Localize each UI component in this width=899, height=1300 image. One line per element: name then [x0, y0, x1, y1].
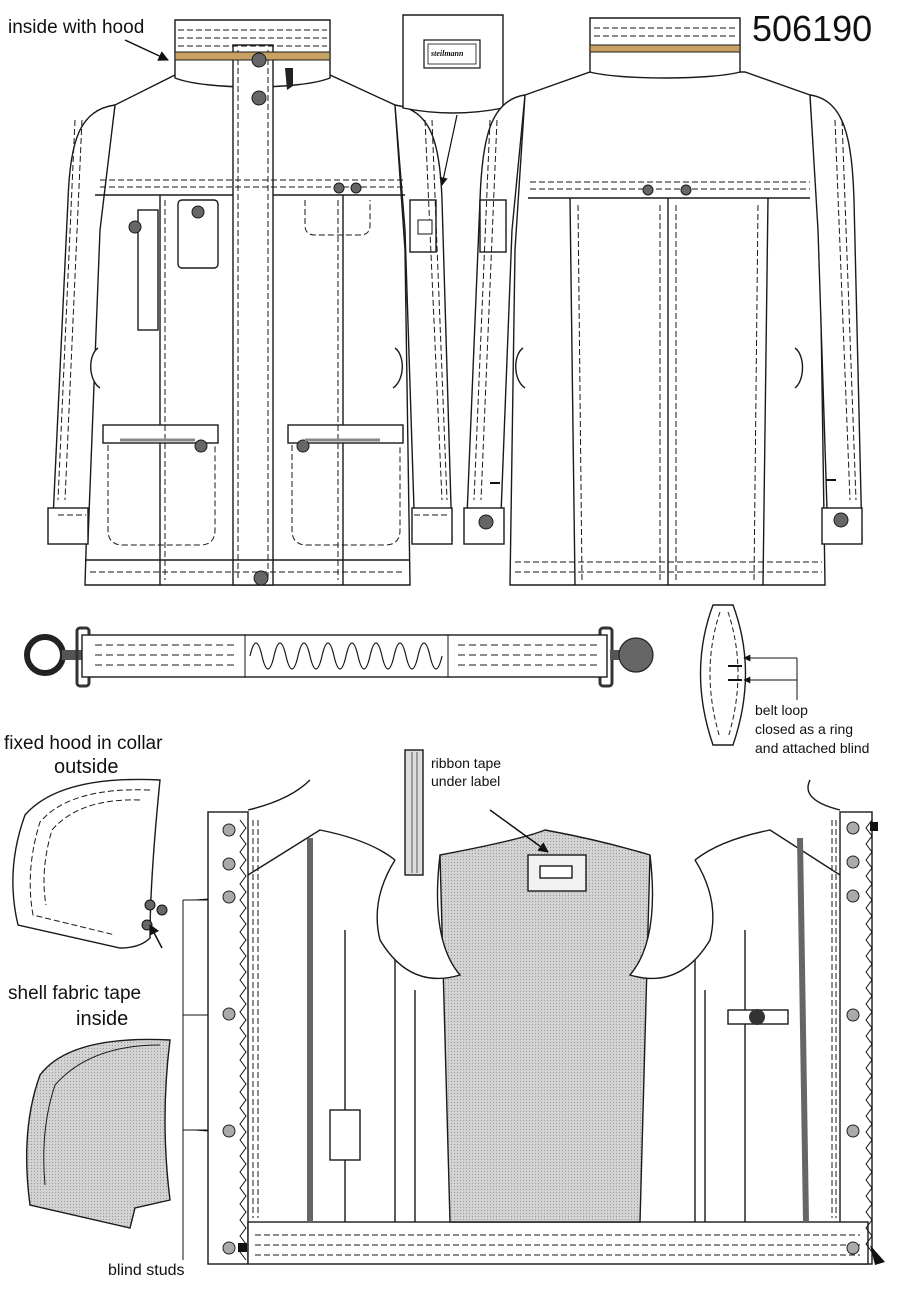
button-icon — [251, 90, 267, 106]
blind-studs-label: blind studs — [108, 1262, 185, 1279]
back-jacket — [463, 17, 863, 586]
hood-outside — [12, 778, 168, 949]
zipper-pull-icon — [870, 1245, 885, 1265]
hood-inside — [25, 1038, 171, 1229]
front-jacket — [47, 19, 453, 586]
belt-loop — [699, 604, 798, 746]
inside-mark — [238, 1243, 247, 1252]
button-icon — [253, 570, 269, 586]
fixed-hood-label: fixed hood in collar — [4, 733, 163, 754]
arrow-icon — [149, 924, 163, 949]
arrow-icon — [439, 114, 458, 186]
zipper-stripes — [307, 837, 809, 1223]
button-icon — [194, 439, 208, 453]
belt-loop-label-3: and attached blind — [755, 740, 870, 756]
front-buttons — [128, 52, 362, 586]
inside-view — [207, 749, 873, 1265]
belt-loop-label-1: belt loop — [755, 702, 808, 718]
ribbon-tape — [411, 752, 418, 873]
ring-icon — [24, 634, 66, 676]
button-icon — [128, 220, 142, 234]
back-stitching — [473, 27, 857, 581]
button-icon — [251, 52, 267, 68]
button-icon — [296, 439, 310, 453]
button-icon — [191, 205, 205, 219]
inside-with-hood-label: inside with hood — [8, 17, 145, 38]
inside-studs — [222, 821, 860, 1255]
ribbon-tape-label-2: under label — [431, 773, 501, 789]
inside-stitching — [252, 820, 860, 1256]
button-icon — [333, 182, 345, 194]
ribbon-tape-label-1: ribbon tape — [431, 755, 502, 771]
brand-label: steilmann — [431, 49, 464, 58]
back-buttons — [478, 184, 849, 530]
belt-loop-label-2: closed as a ring — [755, 721, 854, 737]
inside-mark — [870, 822, 878, 831]
inside-label: inside — [76, 1008, 129, 1030]
arrow-icon — [489, 809, 549, 853]
sleeve-marks — [490, 479, 836, 484]
zigzag-left — [239, 819, 247, 1261]
style-number: 506190 — [752, 8, 873, 49]
arrow-icon — [124, 39, 169, 61]
front-stitching — [57, 29, 448, 580]
snap-icon — [156, 904, 168, 916]
zigzag-right — [865, 819, 873, 1253]
button-icon — [350, 182, 362, 194]
snap-icon — [749, 1009, 765, 1025]
label-callout — [402, 14, 504, 186]
buckle-icon — [417, 219, 433, 235]
snap-icon — [144, 899, 156, 911]
belt — [24, 626, 654, 688]
outside-label: outside — [54, 756, 119, 778]
zipper-pull-icon — [285, 68, 293, 90]
collar-tape-back — [589, 44, 741, 53]
shell-fabric-tape-label: shell fabric tape — [8, 983, 142, 1004]
